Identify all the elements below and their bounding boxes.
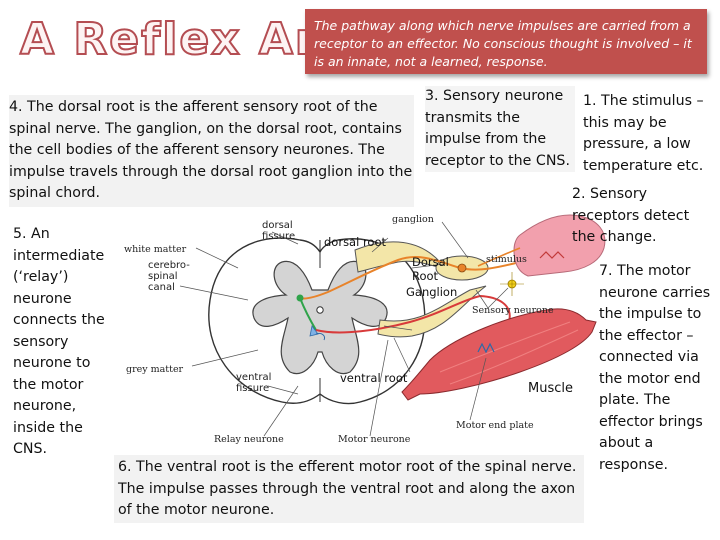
drg-label-2: Root	[412, 269, 439, 283]
step-3-sensory-neurone-text: 3. Sensory neurone transmits the impulse…	[425, 86, 575, 172]
step-4-dorsal-root-text: 4. The dorsal root is the afferent senso…	[9, 95, 414, 207]
cerebrospinal-label-1: cerebro-	[148, 260, 190, 271]
stimulus-label: stimulus	[486, 254, 527, 265]
ventral-root-label: ventral root	[340, 371, 408, 385]
dorsal-fissure-label-2: fissure	[262, 231, 295, 242]
white-matter-label: white matter	[124, 244, 187, 255]
motor-neurone-label: Motor neurone	[338, 434, 411, 445]
ventral-fissure-label-1: ventral	[236, 372, 271, 383]
step-6-ventral-root-text: 6. The ventral root is the efferent moto…	[114, 455, 584, 523]
motor-end-plate-label: Motor end plate	[456, 420, 534, 431]
grey-matter-label: grey matter	[126, 364, 184, 375]
cerebrospinal-label-3: canal	[148, 282, 175, 293]
sensory-neurone-label: Sensory neurone	[472, 305, 554, 316]
step-2-receptors-text: 2. Sensory receptors detect the change.	[572, 184, 706, 249]
drg-label-1: Dorsal	[412, 255, 449, 269]
relay-cell-body	[297, 295, 304, 302]
dorsal-root-label: dorsal root	[324, 235, 387, 249]
ganglion-label: ganglion	[392, 214, 434, 225]
step-1-stimulus-text: 1. The stimulus – this may be pressure, …	[583, 91, 715, 177]
cerebrospinal-label-2: spinal	[148, 271, 178, 282]
step-7-motor-neurone-text: 7. The motor neurone carries the impulse…	[599, 261, 711, 476]
relay-neurone-label: Relay neurone	[214, 434, 284, 445]
ventral-fissure-label-2: fissure	[236, 383, 269, 394]
muscle-label: Muscle	[528, 381, 573, 396]
step-5-relay-neurone-text: 5. An intermediate (‘relay’) neurone con…	[13, 224, 111, 461]
sensory-cell-body	[458, 264, 466, 272]
drg-label-3: Ganglion	[406, 285, 457, 299]
dorsal-fissure-label-1: dorsal	[262, 220, 293, 231]
